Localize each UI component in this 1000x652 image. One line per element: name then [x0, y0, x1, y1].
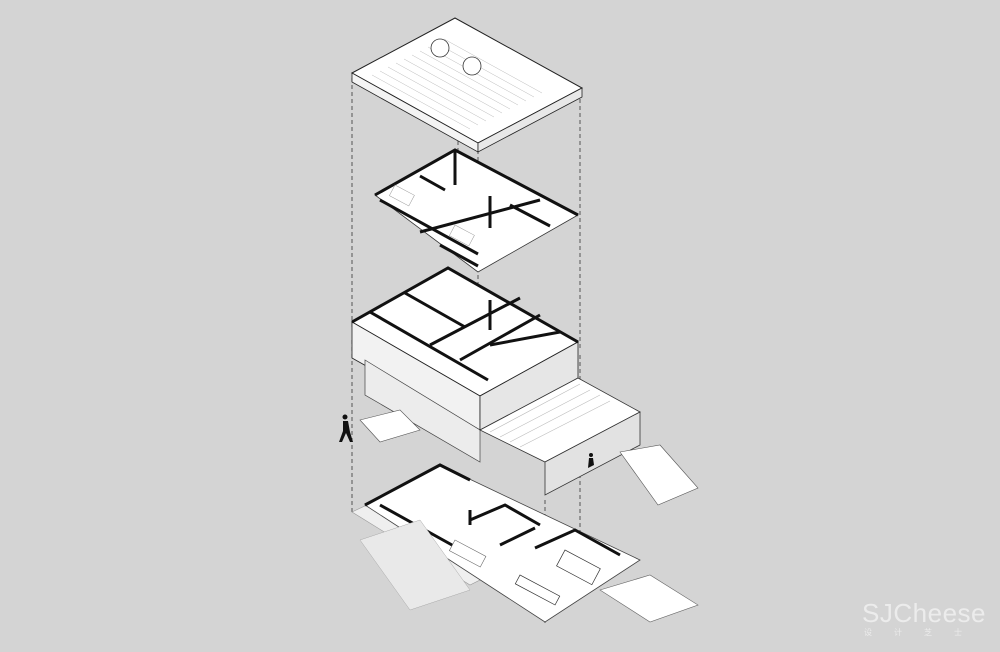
watermark-text: SJCheese — [862, 598, 986, 628]
roof-layer — [350, 17, 584, 153]
person-figure — [339, 414, 353, 442]
watermark-subtext: 设计芝士 — [864, 628, 985, 637]
watermark: SJCheese 设计芝士 — [862, 598, 986, 638]
seated-person-figure — [588, 453, 594, 468]
ground-floor-plan — [351, 463, 699, 623]
upper-floor-plan — [374, 148, 579, 273]
middle-volume — [350, 266, 699, 506]
